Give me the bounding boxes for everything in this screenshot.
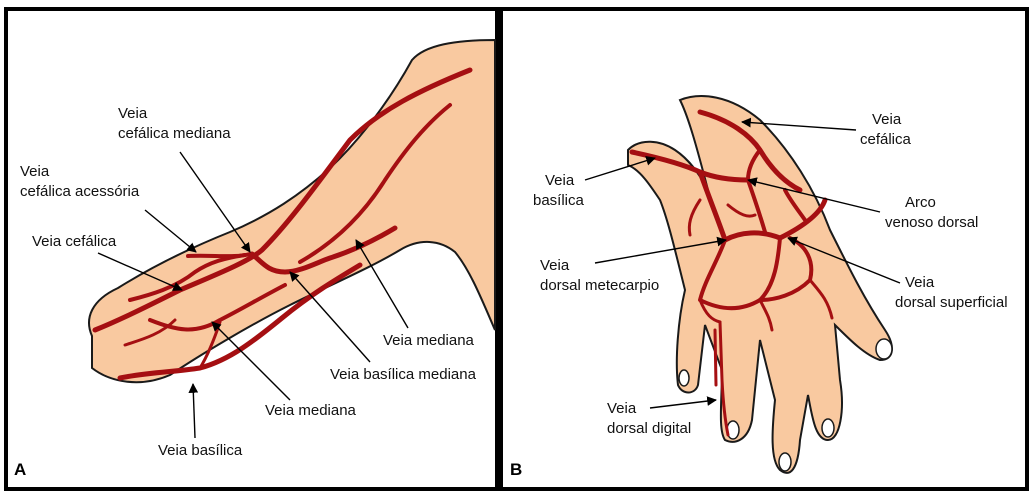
label-basilica: Veia basílica [158, 442, 243, 459]
panel-b-letter: B [510, 460, 522, 479]
label-cefalica-acessoria-line2: cefálica acessória [20, 183, 140, 200]
label-cefalica-acessoria-line1: Veia [20, 163, 50, 180]
label-b-digital-line1: Veia [607, 400, 637, 417]
nail-index [822, 419, 834, 437]
label-cefalica-mediana-line1: Veia [118, 105, 148, 122]
label-cefalica-mediana-line2: cefálica mediana [118, 125, 231, 142]
label-basilica-mediana: Veia basílica mediana [330, 366, 477, 383]
nail-little [679, 370, 689, 386]
label-b-basilica-line1: Veia [545, 172, 575, 189]
nail-middle [779, 453, 791, 471]
label-b-arco-line2: venoso dorsal [885, 214, 978, 231]
label-mediana-lower: Veia mediana [265, 402, 357, 419]
label-b-superficial-line2: dorsal superficial [895, 294, 1008, 311]
label-b-superficial-line1: Veia [905, 274, 935, 291]
label-b-cefalica-line2: cefálica [860, 131, 912, 148]
panel-b: Veia basílica Veia cefálica Arco venoso … [501, 9, 1027, 489]
vein-cefalica-acessoria [188, 254, 250, 256]
label-mediana-upper: Veia mediana [383, 332, 475, 349]
label-b-basilica-line2: basílica [533, 192, 585, 209]
label-cefalica: Veia cefálica [32, 233, 117, 250]
label-b-arco-line1: Arco [905, 194, 936, 211]
nail-ring [727, 421, 739, 439]
label-b-metacarpio-line2: dorsal metecarpio [540, 277, 659, 294]
label-b-cefalica-line1: Veia [872, 111, 902, 128]
nail-thumb [876, 339, 892, 359]
label-b-metacarpio-line1: Veia [540, 257, 570, 274]
panel-a: Veia cefálica mediana Veia cefálica aces… [6, 9, 497, 489]
label-b-digital-line2: dorsal digital [607, 420, 691, 437]
panel-a-letter: A [14, 460, 26, 479]
